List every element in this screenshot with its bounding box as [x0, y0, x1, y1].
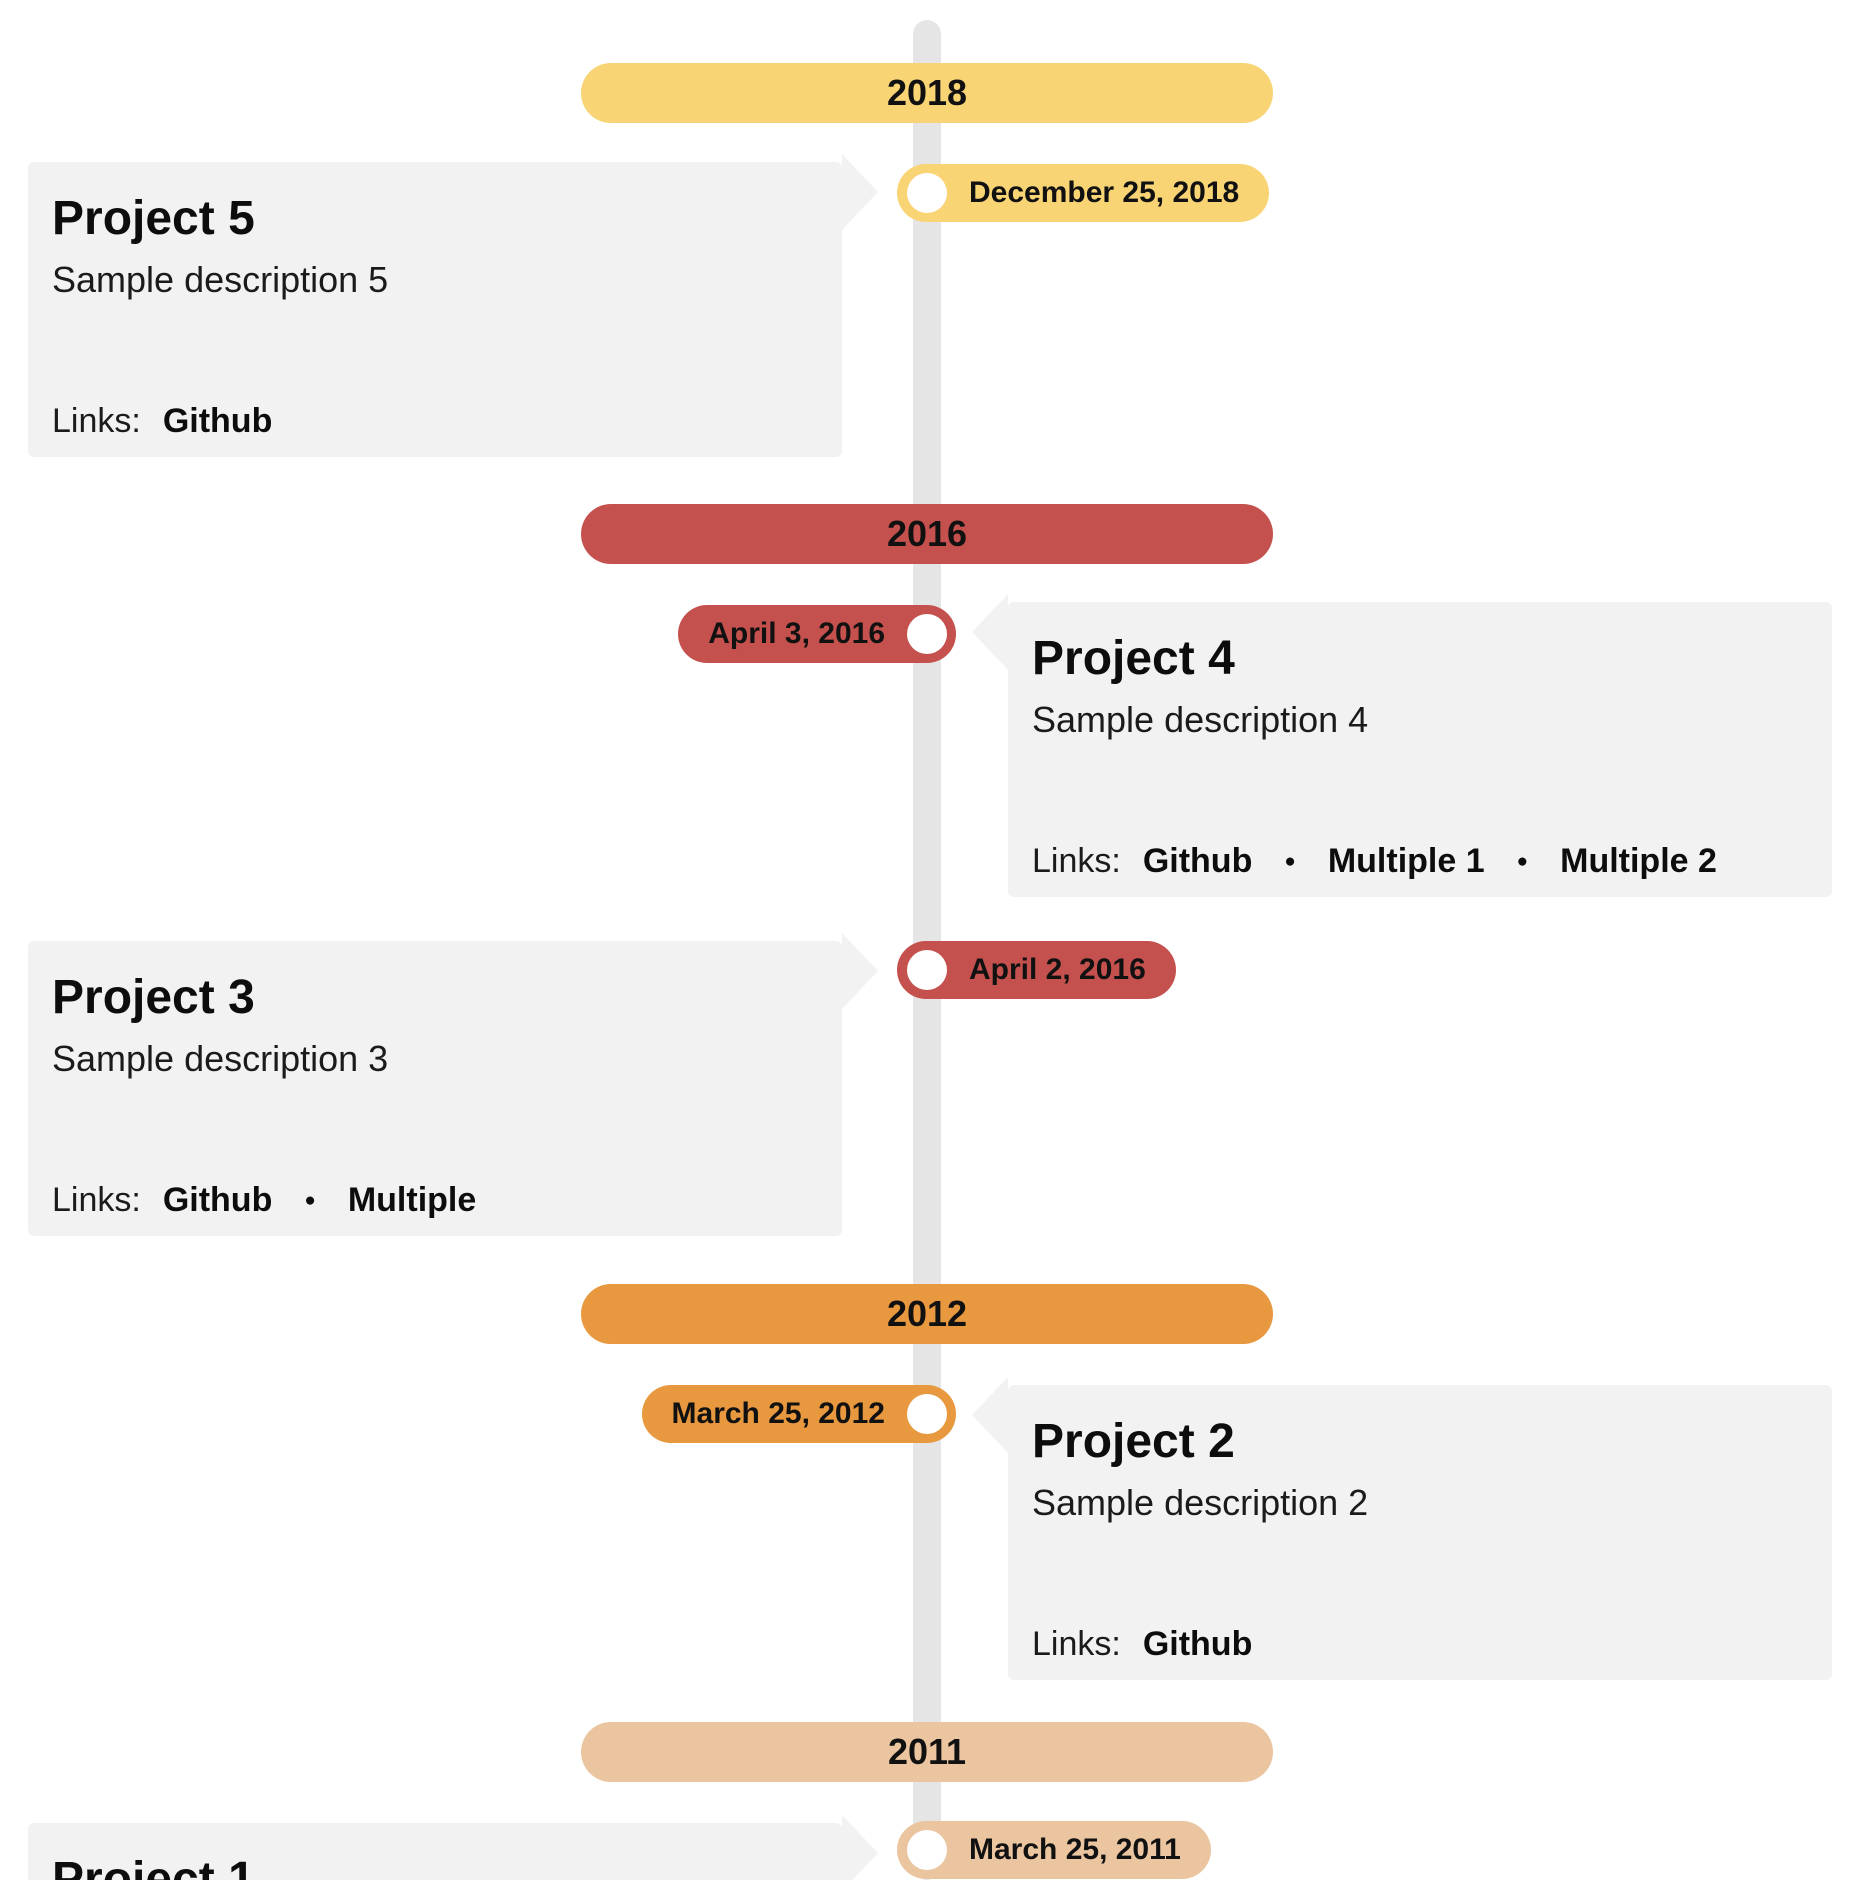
event-date: December 25, 2018 [969, 176, 1240, 209]
card-arrow-left-icon [972, 1377, 1008, 1453]
links-label: Links: [52, 402, 141, 440]
links-label: Links: [1032, 1625, 1121, 1663]
event-date-badge: March 25, 2012 [641, 1385, 956, 1443]
year-marker-2016: 2016 [581, 504, 1273, 564]
event-date-badge: April 2, 2016 [897, 941, 1176, 999]
timeline-dot-icon [907, 1394, 947, 1434]
event-date-badge: December 25, 2018 [897, 164, 1270, 222]
project-links: Links: Github [1032, 1625, 1252, 1664]
project-links: Links: Github Multiple [52, 1181, 476, 1220]
project-title: Project 3 [52, 971, 255, 1024]
year-marker-2012: 2012 [581, 1284, 1273, 1344]
event-date: March 25, 2011 [969, 1833, 1181, 1866]
project-card-2: Project 2 Sample description 2 Links: Gi… [972, 1377, 1832, 1680]
year-marker-2011: 2011 [581, 1722, 1273, 1782]
project-description: Sample description 5 [52, 258, 389, 300]
link-multiple[interactable]: Multiple [272, 1181, 476, 1220]
project-description: Sample description 3 [52, 1037, 389, 1079]
year-marker-2018: 2018 [581, 63, 1273, 123]
project-links: Links: Github [52, 402, 272, 441]
links-label: Links: [1032, 842, 1121, 880]
event-date: April 2, 2016 [969, 953, 1146, 986]
project-description: Sample description 4 [1032, 698, 1369, 740]
links-label: Links: [52, 1181, 141, 1219]
project-title: Project 4 [1032, 632, 1235, 685]
link-github[interactable]: Github [162, 1181, 273, 1219]
card-arrow-right-icon [842, 1815, 878, 1880]
project-title: Project 2 [1032, 1415, 1235, 1468]
card-arrow-left-icon [972, 594, 1008, 670]
project-title: Project 1 [52, 1853, 255, 1880]
event-date: April 3, 2016 [708, 617, 885, 650]
project-card-4: Project 4 Sample description 4 Links: Gi… [972, 594, 1832, 897]
project-card-1: Project 1 [28, 1815, 878, 1880]
timeline-dot-icon [907, 1830, 947, 1870]
link-github[interactable]: Github [1142, 1625, 1253, 1663]
project-description: Sample description 2 [1032, 1481, 1369, 1523]
link-multiple-2[interactable]: Multiple 2 [1485, 842, 1717, 881]
event-date: March 25, 2012 [671, 1397, 885, 1430]
timeline-dot-icon [907, 614, 947, 654]
link-multiple-1[interactable]: Multiple 1 [1252, 842, 1485, 881]
project-title: Project 5 [52, 192, 255, 245]
timeline-dot-icon [907, 173, 947, 213]
link-github[interactable]: Github [1142, 842, 1253, 880]
project-card-5: Project 5 Sample description 5 Links: Gi… [28, 154, 878, 457]
project-card-3: Project 3 Sample description 3 Links: Gi… [28, 933, 878, 1236]
timeline-dot-icon [907, 950, 947, 990]
event-date-badge: March 25, 2011 [897, 1821, 1211, 1879]
event-date-badge: April 3, 2016 [678, 605, 956, 663]
project-links: Links: Github Multiple 1 Multiple 2 [1032, 842, 1717, 881]
card-arrow-right-icon [842, 933, 878, 1009]
card-arrow-right-icon [842, 154, 878, 230]
link-github[interactable]: Github [162, 402, 273, 440]
